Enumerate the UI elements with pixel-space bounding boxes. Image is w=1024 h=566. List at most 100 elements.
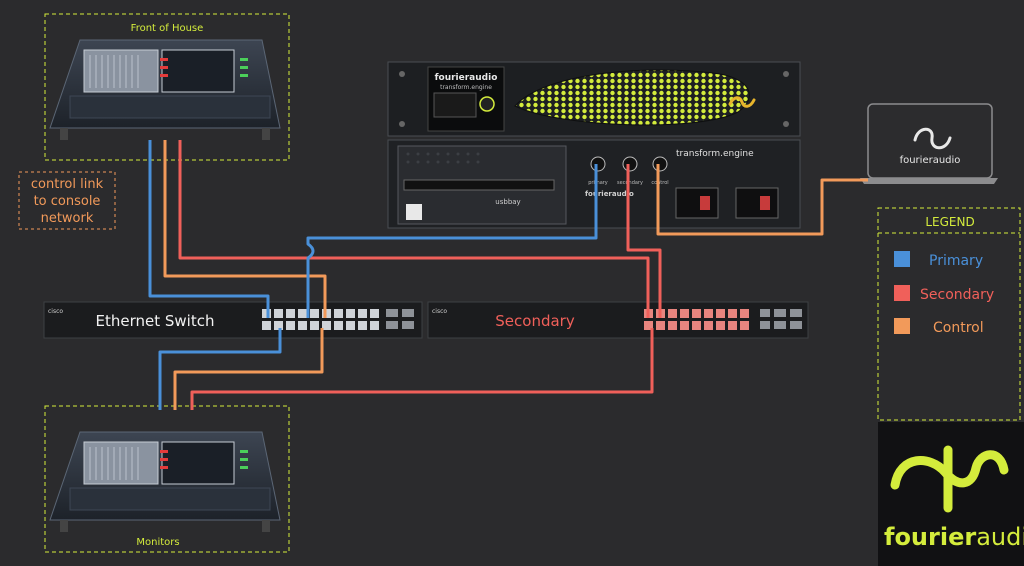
cables — [148, 140, 868, 410]
monitors-zone: Monitors — [44, 405, 290, 553]
secondary-switch: cisco Secondary — [427, 301, 809, 339]
engine-port-control-icon — [652, 156, 668, 172]
logo-text-light: audio — [976, 523, 1024, 551]
engine-usb-label: usbbay — [495, 198, 520, 206]
engine-port-primary-icon — [590, 156, 606, 172]
secondary-switch-label: Secondary — [495, 312, 575, 330]
monitors-console-leg-right — [262, 520, 270, 532]
engine-screw — [399, 71, 405, 77]
monitors-console-leds-red — [160, 450, 168, 469]
laptop-base — [860, 178, 998, 184]
engine-psu-left — [675, 187, 719, 219]
foh-zone-border — [44, 13, 290, 161]
monitors-zone-border — [44, 405, 290, 553]
primary-switch-label: Ethernet Switch — [96, 312, 215, 330]
engine-screw — [783, 71, 789, 77]
transform-engine-unit: fourieraudio transform.engine — [387, 61, 801, 137]
control-link-note-line3: network — [41, 211, 94, 226]
secondary-switch-ports — [644, 309, 749, 330]
engine-port-label-primary: primary — [588, 180, 608, 186]
foh-console-leg-right — [262, 128, 270, 140]
engine-brand-line2: transform.engine — [440, 84, 492, 91]
legend-label-primary: Primary — [929, 253, 983, 269]
engine-vent-holes — [406, 152, 480, 164]
monitors-console-leds-green — [240, 450, 248, 469]
engine-power-switch-icon — [760, 196, 770, 210]
laptop-brand: fourieraudio — [900, 155, 961, 166]
engine-rear-brand: fourieraudio — [585, 190, 634, 198]
cable-monitors-secondary — [190, 328, 654, 410]
engine-port-label-secondary: secondary — [617, 180, 643, 186]
monitors-console-faders — [89, 447, 139, 480]
primary-switch: cisco Ethernet Switch — [43, 301, 423, 339]
laptop-screen — [867, 103, 993, 179]
monitors-console-screen-right — [161, 441, 235, 485]
engine-usb-strip — [403, 179, 555, 191]
engine-qr-code — [406, 204, 422, 220]
engine-hex-grille — [514, 69, 750, 126]
secondary-switch-chassis — [427, 301, 809, 339]
foh-console-screen-right — [161, 49, 235, 93]
primary-switch-chassis — [43, 301, 423, 339]
engine-port-secondary-icon — [622, 156, 638, 172]
secondary-switch-brand: cisco — [432, 308, 447, 315]
foh-console-leds-red — [160, 58, 168, 77]
cable-foh-secondary — [178, 140, 650, 318]
engine-brand-line1: fourieraudio — [435, 73, 498, 83]
foh-console-faders — [89, 55, 139, 88]
laptop: fourieraudio — [860, 103, 998, 184]
cable-foh-control — [163, 140, 327, 318]
cable-engine-secondary — [626, 164, 662, 318]
engine-power-switch-icon — [700, 196, 710, 210]
foh-console — [49, 39, 281, 140]
engine-screw — [783, 121, 789, 127]
monitors-console-leg-left — [60, 520, 68, 532]
foh-zone: Front of House — [44, 13, 290, 161]
transform-engine-rear: usbbay fourieraudio primary secondary co… — [387, 139, 801, 229]
monitors-console-screen-left — [83, 441, 159, 485]
foh-label: Front of House — [131, 23, 204, 34]
fourier-audio-logo: fourieraudio — [878, 422, 1024, 566]
primary-switch-brand: cisco — [48, 308, 63, 315]
monitors-console — [49, 431, 281, 532]
legend: LEGEND Primary Secondary Control — [877, 207, 1021, 421]
logo-text-bold: fourier — [884, 523, 976, 551]
foh-console-fader-bank — [69, 95, 271, 119]
control-link-note-line2: to console — [34, 194, 101, 209]
cable-foh-primary — [148, 140, 270, 318]
legend-label-secondary: Secondary — [920, 287, 994, 303]
foh-console-leg-left — [60, 128, 68, 140]
engine-port-label-control: control — [651, 180, 668, 186]
cable-monitors-control — [173, 328, 324, 410]
secondary-switch-sfp-ports — [760, 309, 802, 329]
cable-engine-control — [656, 164, 868, 236]
legend-label-control: Control — [933, 320, 984, 336]
control-link-note: control link to console network — [18, 171, 116, 230]
cable-monitors-primary — [158, 328, 282, 410]
engine-logo-icon — [728, 96, 756, 108]
control-link-note-line1: control link — [31, 177, 104, 192]
logo-wave-icon — [890, 450, 1009, 490]
primary-switch-sfp-ports — [386, 309, 414, 329]
primary-switch-ports — [262, 309, 379, 330]
legend-swatch-secondary — [894, 285, 910, 301]
legend-swatch-primary — [894, 251, 910, 267]
legend-border — [877, 207, 1021, 421]
cable-engine-primary — [306, 164, 598, 318]
monitors-label: Monitors — [136, 537, 179, 548]
foh-console-leds-green — [240, 58, 248, 77]
legend-title: LEGEND — [925, 215, 974, 229]
engine-knob-icon — [479, 96, 495, 112]
laptop-logo-icon — [913, 127, 952, 150]
logo-wordmark: fourieraudio — [884, 523, 1024, 551]
engine-product-label: transform.engine — [676, 149, 754, 159]
control-link-note-border — [18, 171, 116, 230]
legend-swatch-control — [894, 318, 910, 334]
engine-psu-right — [735, 187, 779, 219]
foh-console-screen-left — [83, 49, 159, 93]
monitors-console-fader-bank — [69, 487, 271, 511]
engine-lcd — [433, 92, 477, 118]
engine-screw — [399, 121, 405, 127]
